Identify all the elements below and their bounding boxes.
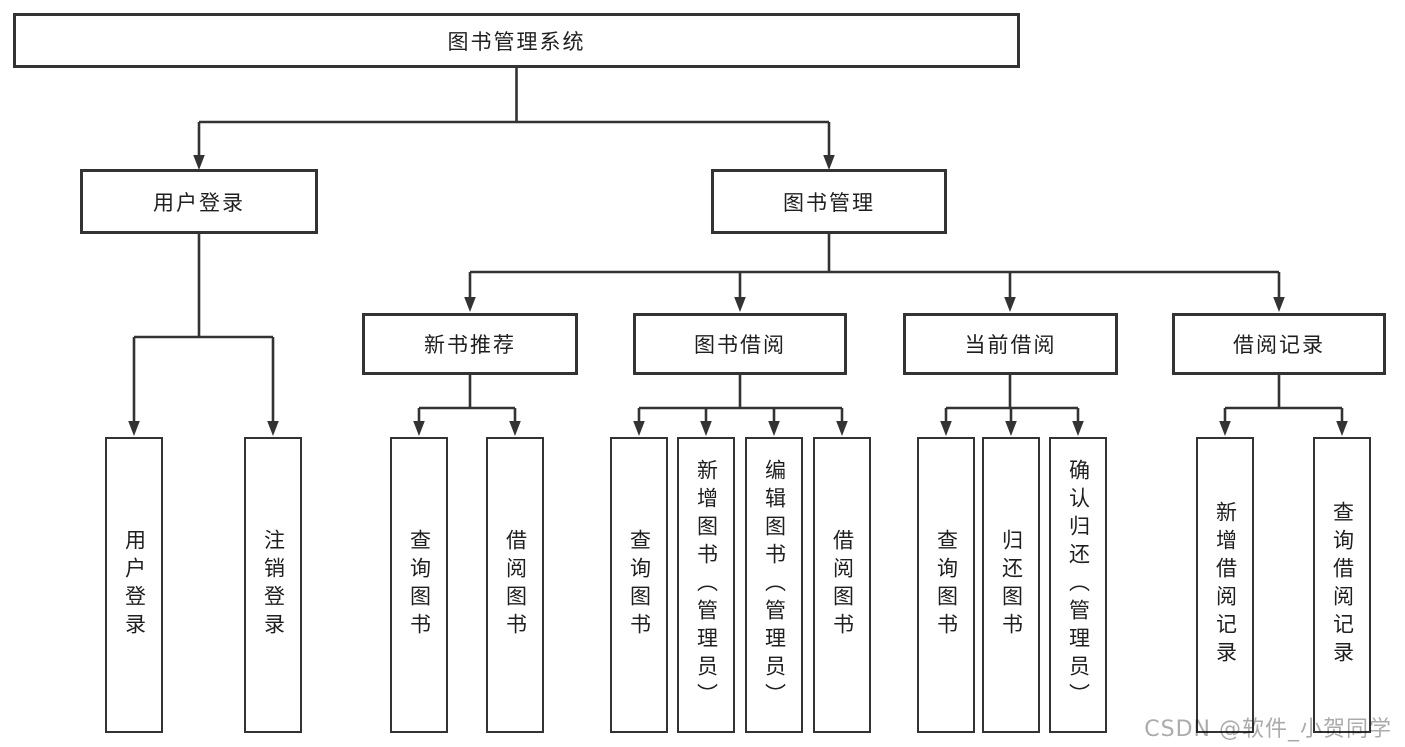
node-label: 用户登录 — [122, 529, 147, 641]
node-login-leaf: 用户登录 — [105, 437, 163, 733]
node-book-management: 图书管理 — [711, 169, 947, 234]
node-label: 归还图书 — [999, 529, 1024, 641]
node-nb-query-books: 查询图书 — [390, 437, 448, 733]
arrowheads — [128, 155, 1348, 436]
node-label: 查询图书 — [407, 529, 432, 641]
node-nb-borrow-books: 借阅图书 — [486, 437, 544, 733]
csdn-watermark: CSDN @软件_小贺同学 — [1144, 717, 1392, 742]
node-logout-leaf: 注销登录 — [244, 437, 302, 733]
node-user-login: 用户登录 — [80, 169, 318, 234]
node-label: 借阅图书 — [503, 529, 528, 641]
node-label: 注销登录 — [261, 529, 286, 641]
node-label: 查询图书 — [627, 529, 652, 641]
node-library-system: 图书管理系统 — [13, 13, 1020, 68]
node-borrow-records: 借阅记录 — [1172, 313, 1386, 375]
node-cb-confirm-return-admin: 确认归还（管理员） — [1049, 437, 1107, 733]
node-label: 确认归还（管理员） — [1066, 459, 1091, 711]
node-label: 新增图书（管理员） — [694, 459, 719, 711]
node-br-query-record: 查询借阅记录 — [1313, 437, 1371, 733]
node-label: 编辑图书（管理员） — [762, 459, 787, 711]
node-label: 查询图书 — [934, 529, 959, 641]
connector-paths — [132, 68, 1344, 425]
node-bb-query-books: 查询图书 — [610, 437, 668, 733]
node-label: 查询借阅记录 — [1330, 501, 1355, 669]
node-label: 新增借阅记录 — [1213, 501, 1238, 669]
node-current-borrow: 当前借阅 — [903, 313, 1118, 375]
node-cb-query-books: 查询图书 — [917, 437, 975, 733]
node-br-add-record: 新增借阅记录 — [1196, 437, 1254, 733]
node-bb-add-books-admin: 新增图书（管理员） — [677, 437, 735, 733]
node-label: 借阅图书 — [830, 529, 855, 641]
node-cb-return-books: 归还图书 — [982, 437, 1040, 733]
node-bb-edit-books-admin: 编辑图书（管理员） — [745, 437, 803, 733]
node-bb-borrow-books: 借阅图书 — [813, 437, 871, 733]
node-book-borrow: 图书借阅 — [633, 313, 847, 375]
node-new-book-recommend: 新书推荐 — [362, 313, 578, 375]
